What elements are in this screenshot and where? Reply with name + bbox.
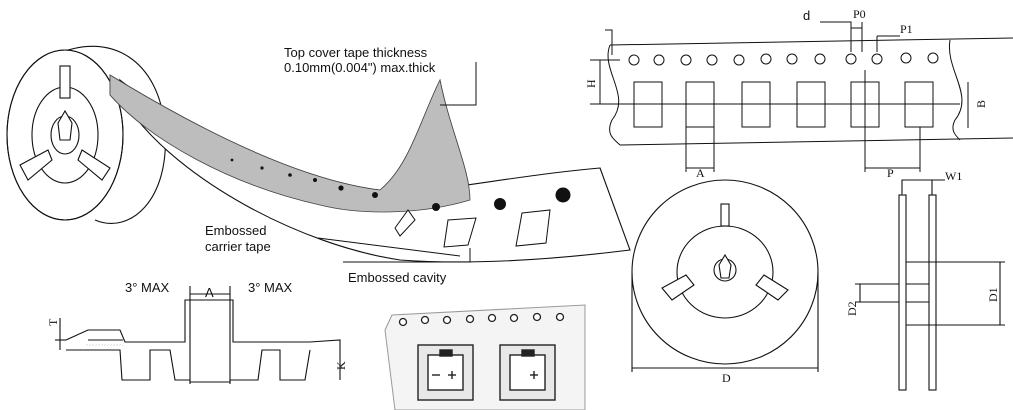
sprocket-holes-perspective [230,158,571,211]
reel-front-view [631,179,819,372]
cover-tape-label-line1: Top cover tape thickness [284,45,428,60]
dim-reel-d-label: D [722,371,731,385]
dim-p0-label: P0 [853,7,866,21]
embossed-carrier-label-line1: Embossed [205,223,266,238]
cover-tape-label-line2: 0.10mm(0.004") max.thick [284,60,436,75]
dim-d-label: d [803,8,810,23]
dim-p1-label: P1 [900,22,913,36]
dim-d2-label: D2 [845,301,859,316]
dim-p-label: P [887,166,894,180]
embossed-cavities [394,209,551,248]
photo-cavity-1 [417,344,474,401]
cross-t-label: T [46,318,60,326]
dim-h-label: H [584,79,598,88]
dim-b-label: B [974,100,988,108]
reel-side-view [855,179,1005,391]
tape-photo [384,304,586,410]
tape-cross-section [55,286,341,384]
embossed-cavity-label: Embossed cavity [348,270,447,285]
dim-w1-label: W1 [945,169,962,183]
carrier-tape [118,78,631,263]
tape-top-view [590,21,1013,172]
angle-left-label: 3° MAX [125,280,170,295]
cover-tape-overlay [109,74,471,213]
photo-cavity-2 [499,344,556,401]
cross-k-label: K [334,361,348,370]
embossed-carrier-label-line2: carrier tape [205,239,271,254]
angle-right-label: 3° MAX [248,280,293,295]
photo-sprocket-holes [398,312,565,327]
dim-d1-label: D1 [986,287,1000,302]
leader-lines [317,62,477,263]
reel-perspective [6,45,166,224]
cross-a-label: A [205,285,214,300]
dim-a-label: A [696,166,705,180]
